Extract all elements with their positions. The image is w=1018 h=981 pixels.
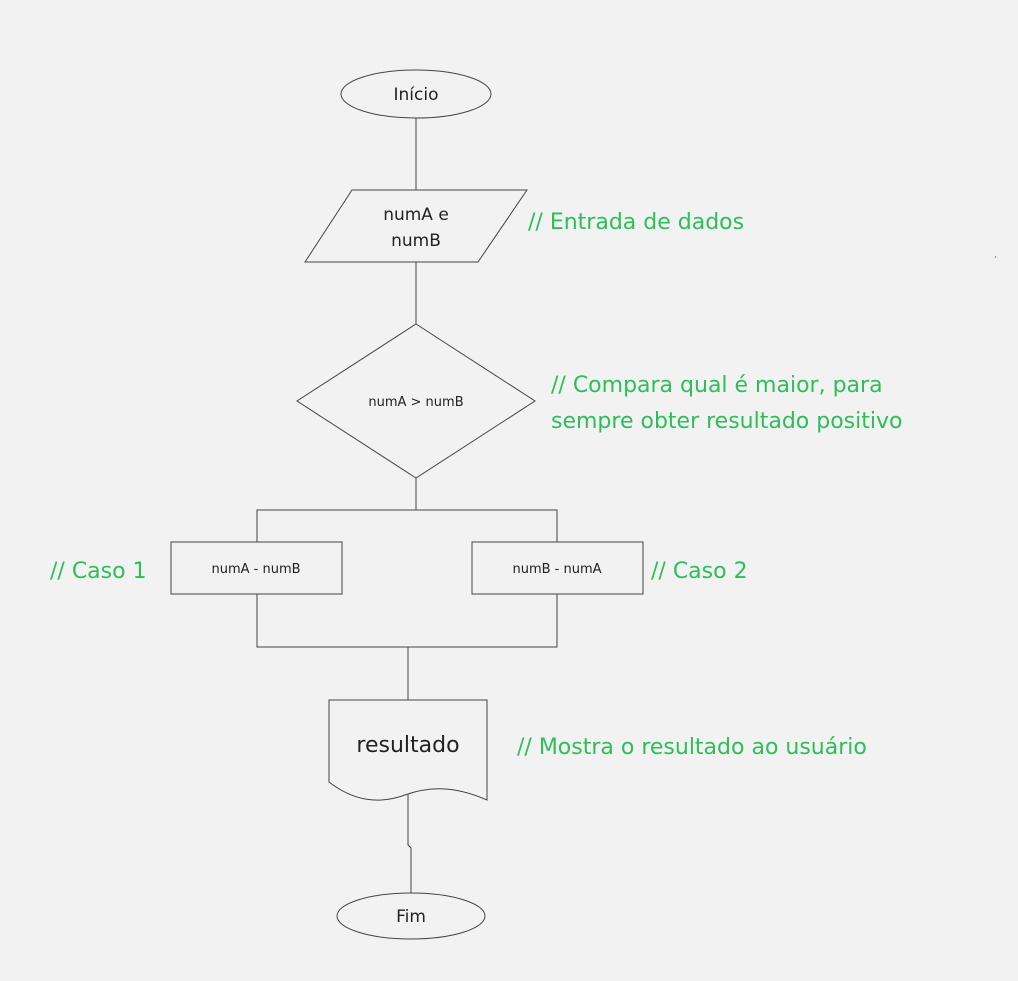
output-document [328,699,488,801]
connector-split-case1 [256,509,558,542]
case1-label: numA - numB [211,562,300,577]
connectors [256,118,558,894]
decision-comment-line1: // Compara qual é maior, para [551,373,883,398]
connector-output-end [407,793,412,894]
end-node: Fim [336,892,486,940]
input-comment: // Entrada de dados [528,210,744,235]
start-terminator [340,69,492,119]
decision-label: numA > numB [368,395,463,410]
decision-comment-line2: sempre obter resultado positivo [551,409,902,434]
start-node: Início [340,69,492,119]
case1-process [170,541,343,595]
output-node: resultado [328,699,488,801]
input-parallelogram [304,189,528,263]
input-label-line1: numA e [383,205,449,225]
output-comment: // Mostra o resultado ao usuário [517,735,867,760]
end-label: Fim [396,907,426,927]
decision-diamond [296,323,536,479]
connector-cases-merge [256,594,558,648]
decision-node: numA > numB [296,323,536,479]
case2-comment: // Caso 2 [651,559,748,584]
case1-node: numA - numB [170,541,343,595]
input-label-line2: numB [391,231,441,251]
case1-comment: // Caso 1 [50,559,147,584]
case2-label: numB - numA [512,562,601,577]
stray-mark [994,255,997,259]
case2-node: numB - numA [471,541,644,595]
input-node: numA e numB [304,189,528,263]
output-label: resultado [356,733,459,758]
case2-process [471,541,644,595]
end-terminator [336,892,486,940]
start-label: Início [394,85,439,105]
